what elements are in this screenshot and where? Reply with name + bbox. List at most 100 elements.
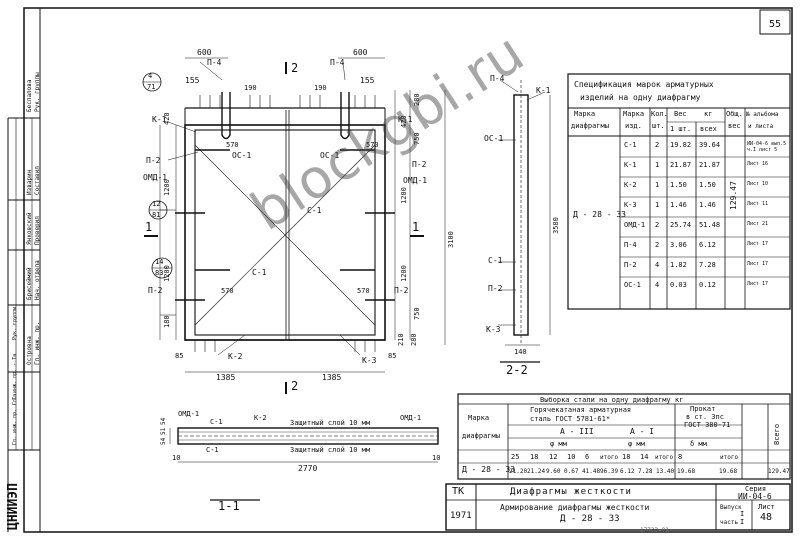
steel-diameter: 14	[640, 453, 649, 461]
label-c1-center: С-1	[307, 206, 322, 215]
spec-h-wall: всех	[700, 125, 717, 133]
sec11-end-right: 10	[432, 454, 441, 462]
steel-mark-b: диафрагмы	[462, 432, 500, 440]
dim-3100: 3100	[447, 231, 455, 248]
label-p2-right-bottom: П-2	[394, 286, 409, 295]
sec11-length: 2770	[298, 464, 318, 473]
sec11-c1-right: С-1	[206, 446, 219, 454]
spec-cell-w1: 19.82	[670, 141, 692, 149]
spec-cell-w1: 25.74	[670, 221, 692, 229]
steel-value: 9.60	[546, 468, 561, 475]
tb-code: ТК	[452, 486, 465, 497]
callout-3-top: 14	[155, 258, 164, 266]
spec-cell-w1: 0.03	[670, 281, 687, 289]
steel-diameter: 12	[549, 453, 558, 461]
spec-h-mark-b: диафрагмы	[571, 122, 609, 130]
callout-1-top: 4	[148, 72, 153, 80]
spec-cell-w1: 3.06	[670, 241, 687, 249]
spec-cell-qty: 2	[655, 141, 660, 149]
sec11-k2: К-2	[254, 414, 267, 422]
steel-itogo-label: итого	[720, 454, 739, 461]
tb-series: ИИ-04-6	[738, 492, 772, 501]
tb-subtitle: Армирование диафрагмы жесткости	[500, 503, 650, 512]
spec-cell-qty: 4	[655, 261, 660, 269]
spec-cell-item: К-1	[624, 161, 637, 169]
spec-cell-w1: 21.87	[670, 161, 692, 169]
tb-issue: I	[740, 510, 745, 518]
steel-value: 129.47	[768, 468, 790, 475]
spec-cell-wall: 7.28	[699, 261, 716, 269]
steel-value: 6.12	[620, 468, 635, 475]
steel-mark: Д - 28 - 33	[462, 465, 515, 474]
dim-155-right: 155	[360, 76, 375, 85]
spec-cell-wall: 0.12	[699, 281, 716, 289]
stamp-small-text: Рук. группы	[12, 306, 18, 340]
spec-cell-wall: 1.46	[699, 201, 716, 209]
sec22-label-c1: С-1	[488, 256, 503, 265]
stamp-role: Гл. инж. пр.	[34, 321, 41, 365]
steel-title: Выборка стали на одну диафрагму кг	[540, 396, 684, 404]
spec-h-album-a: № альбома	[746, 111, 779, 118]
spec-total-weight: 129.47	[729, 181, 738, 210]
spec-cell-item: ОС-1	[624, 281, 641, 289]
label-k1-left: К-1	[152, 115, 167, 124]
dim-210: 210	[397, 333, 405, 346]
spec-cell-item: ОМД-1	[624, 221, 646, 229]
label-p2-left-top: П-2	[146, 156, 161, 165]
spec-h-item-b: изд.	[625, 122, 642, 130]
spec-cell-item: П-2	[624, 261, 637, 269]
steel-value: 41.48	[582, 468, 601, 475]
tb-year: 1971	[450, 511, 472, 521]
sec11-height-1: 54	[160, 437, 167, 445]
callout-3-bottom: 83	[155, 269, 164, 277]
sec22-dim-height: 3580	[552, 217, 560, 234]
tb-series-label: Серия	[745, 485, 767, 493]
spec-h-total-b: вес	[728, 122, 741, 130]
steel-diameter: 25	[511, 453, 520, 461]
tb-sheet: 48	[760, 512, 773, 523]
spec-table-grid	[567, 73, 791, 310]
dim-190-left: 190	[244, 84, 257, 92]
tb-part: I	[740, 518, 745, 526]
steel-value: 19.68	[677, 468, 696, 475]
stamp-name: Изварин	[26, 169, 33, 195]
steel-diameter: 8	[678, 453, 683, 461]
sec22-label-k3: К-3	[486, 325, 501, 334]
steel-value: 21.20	[509, 468, 528, 475]
dim-190-right: 190	[314, 84, 327, 92]
label-omd1-right: ОМД-1	[403, 176, 428, 185]
stamp-role: Составил	[34, 166, 41, 195]
sec22-label-p2: П-2	[488, 284, 503, 293]
section-mark-right: 1	[412, 220, 420, 234]
spec-cell-album: Лист 11	[747, 201, 769, 207]
spec-cell-wall: 39.64	[699, 141, 721, 149]
spec-cell-album: Лист 16	[747, 161, 769, 167]
steel-itogo-label: итого	[600, 454, 619, 461]
steel-mark-a: Марка	[468, 414, 490, 422]
spec-cell-item: П-4	[624, 241, 637, 249]
steel-rolled-2: в ст. 3пс	[686, 413, 724, 421]
stamp-role: Нач. отдела	[34, 260, 41, 300]
stamp-name: Беспалова	[26, 79, 33, 112]
sec11-omd-left: ОМД-1	[178, 410, 200, 418]
dim-85-left: 85	[175, 352, 184, 360]
dim-570-right-top: 570	[366, 141, 379, 149]
spec-title-1: Спецификация марок арматурных	[574, 80, 714, 89]
dim-750-bottom: 750	[413, 307, 421, 320]
stamp-role: Рук. группы	[34, 72, 41, 112]
spec-cell-qty: 1	[655, 181, 660, 189]
label-k3: К-3	[362, 356, 377, 365]
steel-itogo-label: итого	[655, 454, 674, 461]
sec22-label-p4: П-4	[490, 74, 505, 83]
steel-value: 13.40	[656, 468, 675, 475]
sec22-label-oc1: ОС-1	[484, 134, 504, 143]
steel-phi-mm-2: φ мм	[628, 440, 645, 448]
spec-cell-wall: 6.12	[699, 241, 716, 249]
sec11-protect-top: Защитный слой 10 мм	[290, 419, 371, 427]
spec-cell-qty: 2	[655, 221, 660, 229]
steel-hot-1: Горячекатаная арматурная	[530, 406, 632, 414]
dim-1200-right-top: 1200	[400, 187, 408, 204]
section-2-2-drawing	[498, 79, 551, 363]
